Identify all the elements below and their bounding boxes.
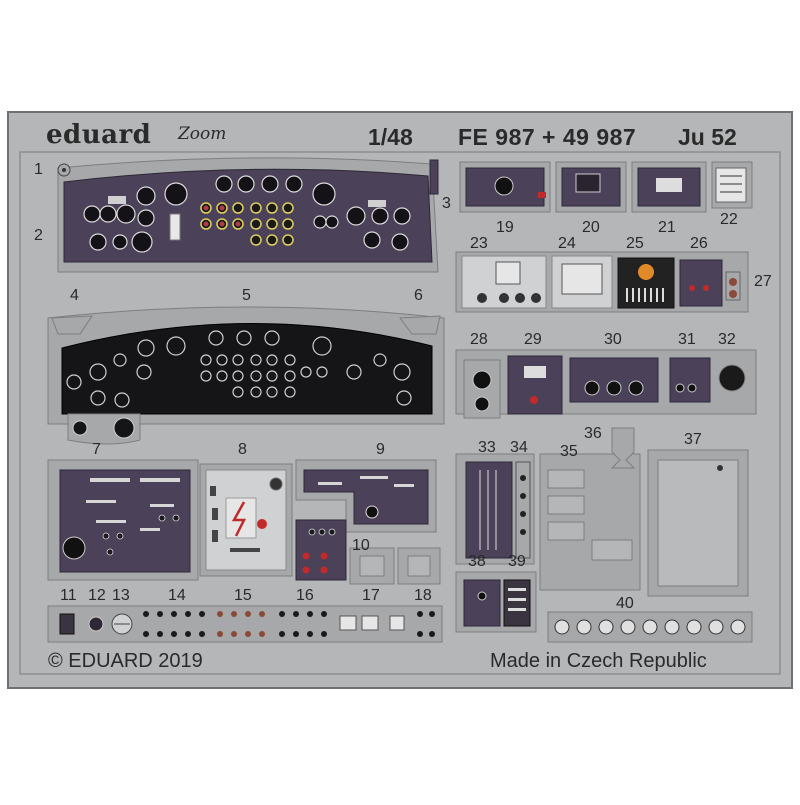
part-number-34: 34	[510, 439, 528, 456]
part-number-6: 6	[414, 287, 423, 304]
part-number-35: 35	[560, 443, 578, 460]
part-number-26: 26	[690, 235, 708, 252]
parts-23-27-switch-panels	[455, 251, 749, 313]
part-3-strip	[429, 159, 439, 195]
part-number-32: 32	[718, 331, 736, 348]
part-number-29: 29	[524, 331, 542, 348]
part-number-9: 9	[376, 441, 385, 458]
parts-11-18-small-items	[47, 605, 443, 643]
part-number-27: 27	[754, 273, 772, 290]
part-number-36: 36	[584, 425, 602, 442]
fret-inner-runner	[19, 151, 781, 675]
part-10-bracket-left	[349, 547, 395, 585]
part-number-4: 4	[70, 287, 79, 304]
part-4-bracket	[51, 315, 93, 335]
part-number-21: 21	[658, 219, 676, 236]
copyright-text: © EDUARD 2019	[48, 650, 203, 672]
part-number-24: 24	[558, 235, 576, 252]
part-number-18: 18	[414, 587, 432, 604]
brand-logo-text: eduard	[46, 120, 152, 150]
parts-19-22-top-right-panels	[459, 161, 753, 213]
part-number-11: 11	[60, 587, 77, 604]
part-number-38: 38	[468, 553, 486, 570]
parts-33-34-strips	[455, 453, 535, 565]
part-number-37: 37	[684, 431, 702, 448]
part-number-14: 14	[168, 587, 186, 604]
product-code-text: FE 987 + 49 987	[458, 124, 637, 150]
sub-brand-text: Zoom	[178, 124, 227, 144]
part-number-5: 5	[242, 287, 251, 304]
part-8-electrical-panel	[199, 463, 293, 577]
parts-38-39-panels	[455, 571, 537, 633]
scale-text: 1/48	[368, 124, 413, 150]
part-number-25: 25	[626, 235, 644, 252]
part-number-7: 7	[92, 441, 101, 458]
part-number-23: 23	[470, 235, 488, 252]
part-number-12: 12	[88, 587, 106, 604]
part-number-19: 19	[496, 219, 514, 236]
part-number-1: 1	[34, 161, 43, 178]
part-40-rivet-row	[547, 611, 753, 643]
part-number-8: 8	[238, 441, 247, 458]
part-number-28: 28	[470, 331, 488, 348]
part-2-main-instrument-panel	[57, 157, 439, 273]
part-number-33: 33	[478, 439, 496, 456]
part-number-3: 3	[442, 195, 451, 212]
parts-35-37-brackets-and-plate	[539, 427, 749, 597]
parts-28-32-panels	[455, 349, 757, 419]
part-number-31: 31	[678, 331, 696, 348]
part-number-39: 39	[508, 553, 526, 570]
part-number-20: 20	[582, 219, 600, 236]
part-number-13: 13	[112, 587, 130, 604]
part-5-black-instrument-panel	[47, 306, 445, 445]
part-7-side-console	[47, 459, 199, 581]
part-number-30: 30	[604, 331, 622, 348]
part-number-17: 17	[362, 587, 380, 604]
part-6-bracket	[399, 315, 441, 335]
part-10-bracket-right	[397, 547, 441, 585]
part-9-overhead-panel	[295, 459, 437, 581]
origin-text: Made in Czech Republic	[490, 650, 707, 672]
part-number-40: 40	[616, 595, 634, 612]
part-number-2: 2	[34, 227, 43, 244]
part-number-22: 22	[720, 211, 738, 228]
model-name-text: Ju 52	[678, 124, 737, 150]
part-number-16: 16	[296, 587, 314, 604]
part-number-15: 15	[234, 587, 252, 604]
part-number-10: 10	[352, 537, 370, 554]
